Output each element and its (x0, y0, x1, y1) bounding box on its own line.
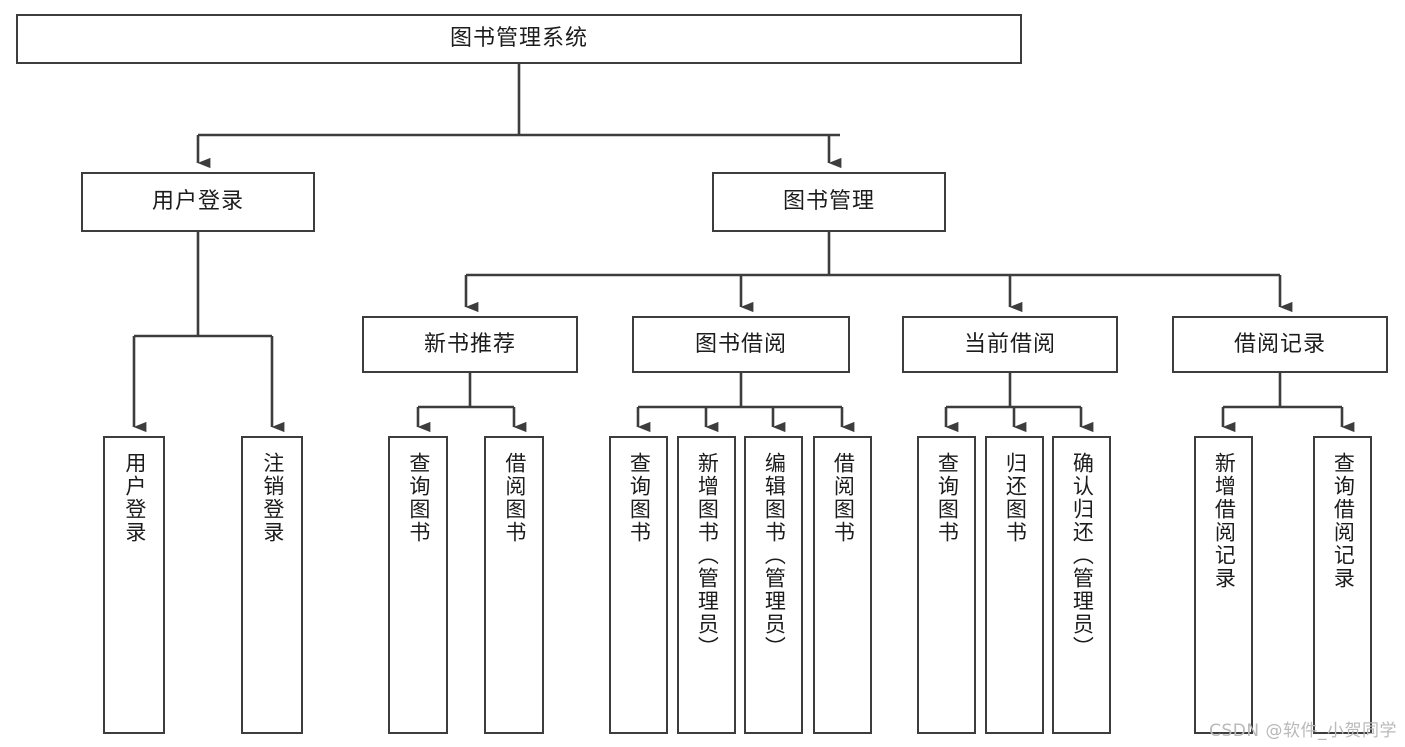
leaf-label: 新增借阅记录 (1212, 452, 1237, 590)
node-user-login[interactable]: 用户登录 (81, 172, 315, 232)
leaf-label: 借阅图书 (502, 452, 527, 544)
leaf-label: 确认归还（管理员） (1070, 452, 1095, 659)
leaf-borrow-borrow-book[interactable]: 借阅图书 (813, 436, 872, 734)
leaf-records-query-record[interactable]: 查询借阅记录 (1313, 436, 1372, 734)
leaf-label: 借阅图书 (831, 452, 856, 544)
leaf-label: 查询图书 (935, 452, 960, 544)
leaf-borrow-query-book[interactable]: 查询图书 (609, 436, 668, 734)
leaf-label: 新增图书（管理员） (695, 452, 720, 659)
node-book-borrow[interactable]: 图书借阅 (632, 316, 850, 373)
node-new-book-recommend[interactable]: 新书推荐 (362, 316, 578, 373)
leaf-label: 查询借阅记录 (1331, 452, 1356, 590)
leaf-current-query-book[interactable]: 查询图书 (917, 436, 976, 734)
leaf-label: 注销登录 (260, 452, 285, 544)
node-borrow-records[interactable]: 借阅记录 (1172, 316, 1388, 373)
node-book-management[interactable]: 图书管理 (712, 172, 946, 232)
leaf-recommend-borrow-book[interactable]: 借阅图书 (484, 436, 544, 734)
csdn-watermark: CSDN @软件_小贺同学 (1209, 721, 1397, 741)
leaf-label: 查询图书 (627, 452, 652, 544)
leaf-user-login-logout[interactable]: 注销登录 (241, 436, 303, 734)
leaf-current-return-book[interactable]: 归还图书 (985, 436, 1044, 734)
node-root-system[interactable]: 图书管理系统 (16, 14, 1022, 64)
leaf-borrow-edit-book-admin[interactable]: 编辑图书（管理员） (744, 436, 803, 734)
node-current-borrow[interactable]: 当前借阅 (902, 316, 1118, 373)
leaf-label: 查询图书 (406, 452, 431, 544)
leaf-label: 用户登录 (122, 452, 147, 544)
leaf-recommend-query-book[interactable]: 查询图书 (388, 436, 448, 734)
leaf-label: 归还图书 (1003, 452, 1028, 544)
leaf-current-confirm-return-admin[interactable]: 确认归还（管理员） (1052, 436, 1111, 734)
leaf-records-add-record[interactable]: 新增借阅记录 (1194, 436, 1253, 734)
leaf-user-login-login[interactable]: 用户登录 (103, 436, 165, 734)
leaf-label: 编辑图书（管理员） (762, 452, 787, 659)
leaf-borrow-add-book-admin[interactable]: 新增图书（管理员） (677, 436, 736, 734)
